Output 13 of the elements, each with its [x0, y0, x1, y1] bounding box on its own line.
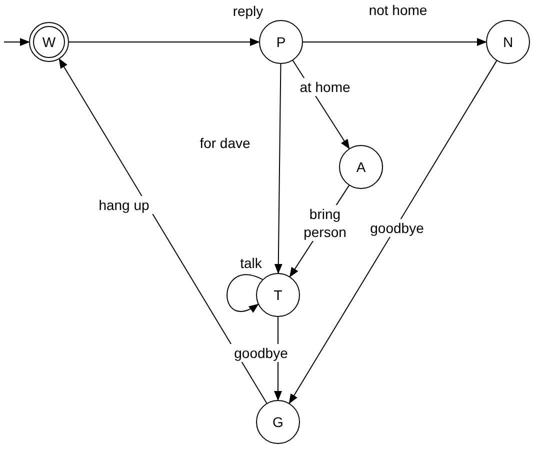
arrow	[68, 38, 260, 46]
state-label: T	[274, 286, 282, 304]
state-label: A	[356, 158, 366, 176]
state-label: P	[276, 32, 286, 52]
arrow	[58, 58, 268, 404]
arrow	[288, 60, 498, 404]
state-label: N	[502, 32, 514, 52]
arrow	[302, 38, 487, 46]
arrow	[4, 38, 30, 46]
arrow	[274, 64, 282, 274]
arrow	[226, 274, 263, 312]
state-label: G	[272, 412, 284, 432]
state-label: W	[42, 32, 56, 52]
